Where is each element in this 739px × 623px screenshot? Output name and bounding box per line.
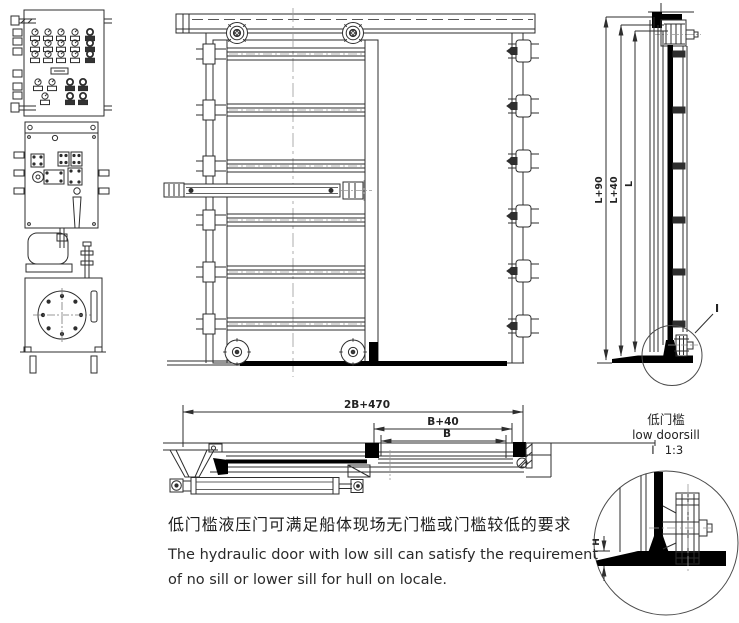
leading-edge-seal <box>369 342 378 363</box>
low-sill-bar <box>240 361 507 366</box>
doorway-and-sill <box>167 33 524 366</box>
hydraulic-cylinder-plan <box>169 477 364 495</box>
door-front-view <box>163 8 540 377</box>
wall-bracket <box>169 449 215 478</box>
detail-scale: 1:3 <box>665 443 684 457</box>
dimension-2b470: 2B+470 <box>182 399 524 447</box>
detail-title-en: low doorsill <box>632 428 700 442</box>
rear-seal-block <box>213 458 228 475</box>
detail-leader <box>694 313 714 334</box>
caption: 低门槛液压门可满足船体现场无门槛或门槛较低的要求 The hydraulic d… <box>167 515 598 588</box>
plan-assembly <box>163 440 656 480</box>
mid-seal-block <box>365 443 379 458</box>
caption-en-line2: of no sill or lower sill for hull on loc… <box>168 572 447 588</box>
dimension-l: L <box>624 30 668 353</box>
door-panel-section <box>667 45 673 340</box>
caption-zh: 低门槛液压门可满足船体现场无门槛或门槛较低的要求 <box>168 515 571 534</box>
caption-en-line1: The hydraulic door with low sill can sat… <box>167 547 598 563</box>
detail-circle-marker <box>641 325 703 386</box>
level-gauge <box>90 290 98 323</box>
sill-wedge <box>594 551 726 566</box>
dim-label-l: L <box>624 181 635 187</box>
gauge-grid <box>30 27 96 106</box>
rod-attachment-bracket <box>347 464 371 478</box>
pump-motor <box>32 169 65 185</box>
sill-section <box>597 334 698 364</box>
reservoir <box>25 228 94 278</box>
detail-label: 低门槛 low doorsill I 1:3 <box>632 412 700 457</box>
terminal-blocks <box>12 28 23 100</box>
dimension-h: H <box>592 536 610 581</box>
dim-label-h: H <box>592 538 602 546</box>
dim-label-2b470: 2B+470 <box>344 399 390 411</box>
dim-label-b: B <box>443 428 451 440</box>
sill-detail-view: H <box>592 470 739 616</box>
door-leaf-plan <box>226 459 367 464</box>
detail-contents <box>594 472 726 572</box>
dimension-l40: L+40 <box>609 24 664 357</box>
door-side-view: L+90 L+40 L <box>594 3 719 386</box>
top-hanger-section <box>648 3 701 47</box>
side-ports <box>13 151 110 195</box>
hydraulic-cylinder-front <box>163 180 372 201</box>
junction-box <box>24 121 99 134</box>
door-section <box>649 17 688 352</box>
door-leaf <box>212 39 379 364</box>
dim-label-b40: B+40 <box>427 416 458 428</box>
dimension-l90: L+90 <box>594 16 653 361</box>
detail-roller <box>649 484 713 572</box>
detail-marker-label: I <box>715 302 719 315</box>
control-panel <box>10 9 112 117</box>
valve-manifold <box>13 132 110 229</box>
dim-label-l40: L+40 <box>609 176 620 204</box>
dim-label-l90: L+90 <box>594 176 605 204</box>
oil-tank <box>20 277 106 374</box>
detail-circle <box>593 470 739 616</box>
drain-valve <box>72 187 82 229</box>
detail-ref: I <box>651 443 654 457</box>
dimension-b40: B+40 <box>373 416 513 453</box>
detail-title-zh: 低门槛 <box>647 412 685 427</box>
hydraulic-power-unit <box>10 9 112 374</box>
receiving-post <box>513 442 526 457</box>
door-plan-view: 2B+470 B+40 B <box>163 399 656 495</box>
